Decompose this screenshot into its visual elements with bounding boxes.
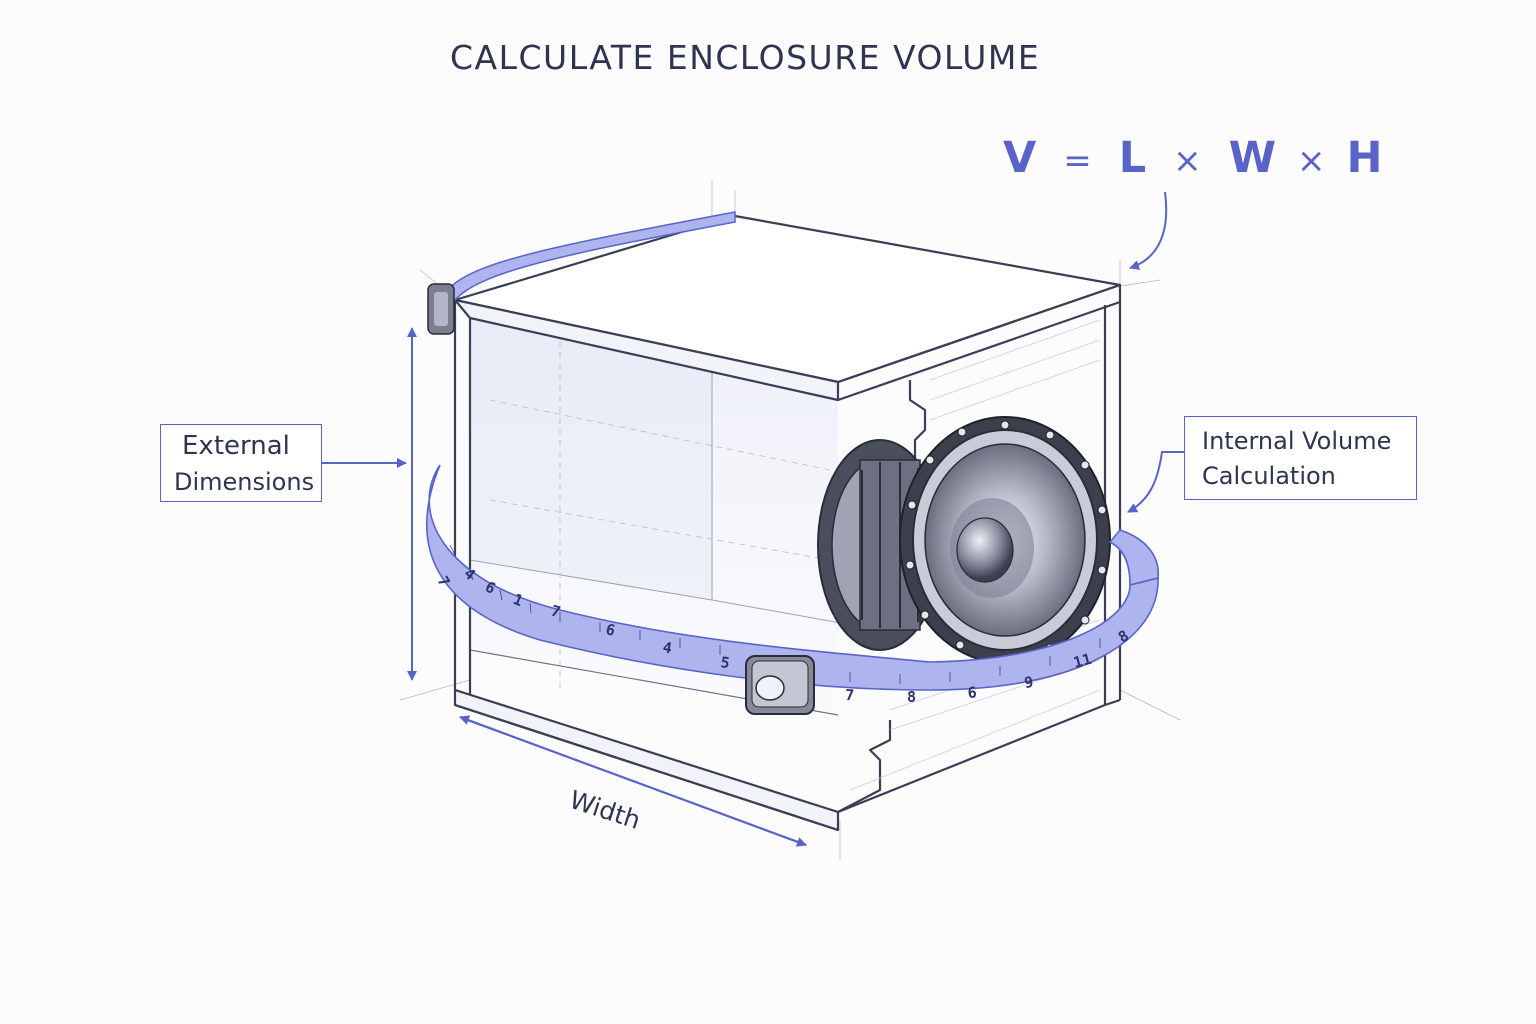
width-dimension-arrow: [459, 715, 807, 847]
formula-l: L: [1118, 133, 1148, 183]
formula-v: V: [1003, 133, 1038, 183]
tape-number: 9: [1023, 673, 1034, 692]
tape-number: 6: [604, 620, 617, 639]
box-outline: [453, 214, 1122, 832]
tape-number: 5: [719, 653, 730, 672]
formula-pointer: [1129, 191, 1168, 270]
internal-label-pointer: [1127, 451, 1184, 513]
external-label-line2: Dimensions: [174, 468, 315, 496]
tape-number: 6: [967, 683, 977, 702]
tape-number: 11: [1071, 650, 1093, 672]
speaker-driver-icon: [817, 416, 1111, 664]
formula-w: W: [1228, 133, 1278, 183]
tape-number: 7: [845, 686, 855, 704]
internal-label-line1: Internal Volume: [1202, 427, 1392, 455]
tape-number: 8: [907, 688, 916, 706]
tape-case-icon: [745, 655, 815, 715]
formula-h: H: [1346, 133, 1384, 183]
page-title: CALCULATE ENCLOSURE VOLUME: [450, 38, 1041, 77]
volume-formula: V = L × W × H: [1003, 133, 1384, 183]
tape-number: 4: [661, 638, 673, 657]
tape-measure-icon: [427, 211, 736, 335]
formula-equals: =: [1063, 141, 1093, 181]
internal-volume-label: Internal Volume Calculation: [1184, 416, 1417, 500]
internal-label-line2: Calculation: [1202, 462, 1336, 490]
formula-times-1: ×: [1173, 141, 1203, 181]
formula-times-2: ×: [1297, 141, 1327, 181]
external-dimensions-label: External Dimensions: [160, 424, 322, 502]
measuring-tape-band: 7 4 6 1 7 6 4 5 7 8 6 9 11 8: [426, 464, 1160, 715]
external-label-line1: External: [182, 431, 290, 461]
